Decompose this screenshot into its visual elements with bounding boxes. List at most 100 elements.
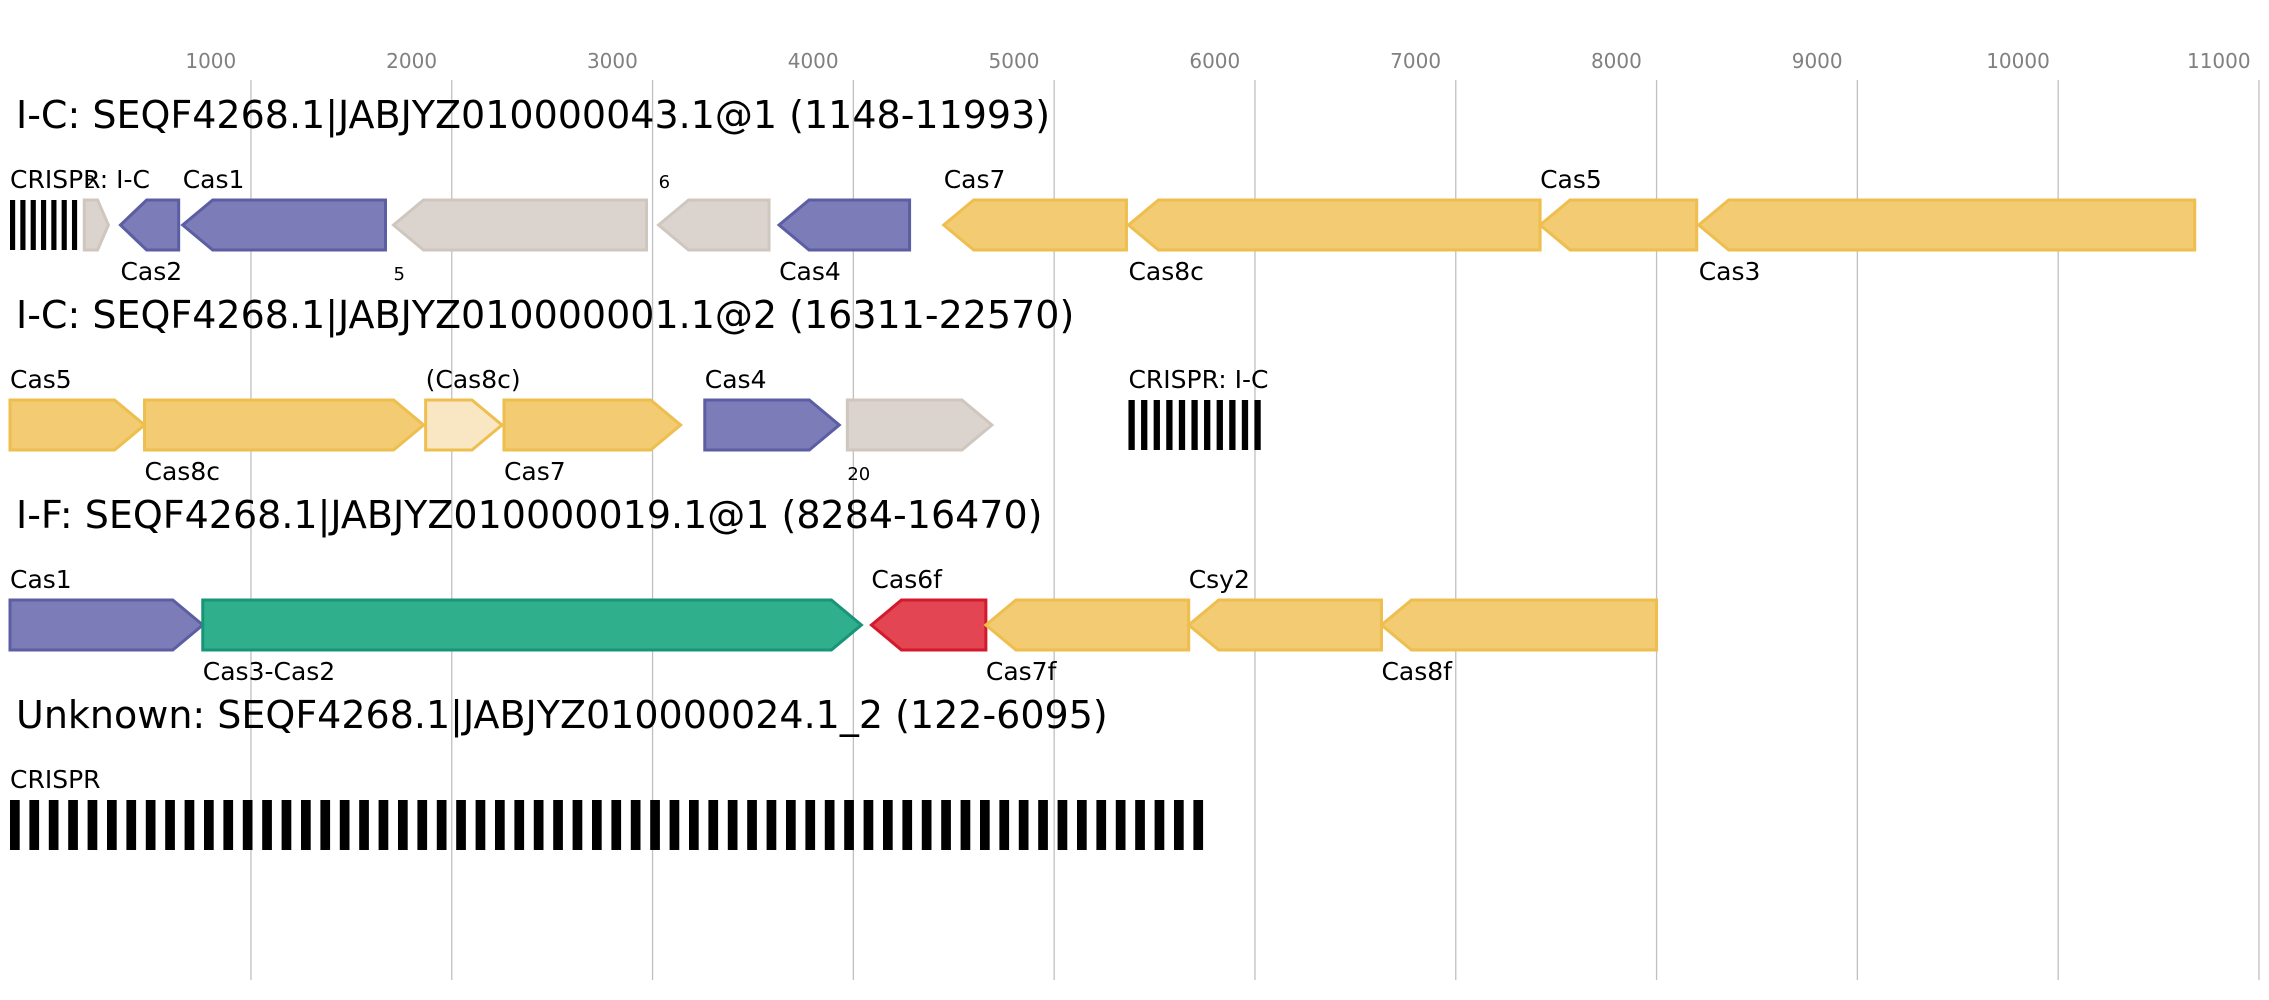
crispr-repeat bbox=[688, 800, 699, 850]
crispr-repeat bbox=[10, 800, 20, 850]
crispr-repeat bbox=[184, 800, 195, 850]
crispr-repeat bbox=[514, 800, 525, 850]
gene-arrow-2 bbox=[82, 198, 111, 252]
crispr-repeat bbox=[824, 800, 835, 850]
gene-label: Cas7f bbox=[986, 657, 1058, 686]
crispr-repeat bbox=[106, 800, 117, 850]
crispr-repeat bbox=[1018, 800, 1029, 850]
gene-arrow-cas8f bbox=[1379, 598, 1659, 652]
crispr-repeat bbox=[979, 800, 990, 850]
locus-track: I-C: SEQF4268.1|JABJYZ010000001.1@2 (163… bbox=[8, 293, 1268, 486]
crispr-repeat bbox=[708, 800, 719, 850]
axis-tick-label: 6000 bbox=[1189, 49, 1240, 73]
gene-label: Cas4 bbox=[705, 365, 767, 394]
locus-title: I-C: SEQF4268.1|JABJYZ010000043.1@1 (114… bbox=[16, 93, 1050, 138]
locus-track: Unknown: SEQF4268.1|JABJYZ010000024.1_2 … bbox=[10, 693, 1204, 850]
crispr-repeat bbox=[902, 800, 913, 850]
locus-track: I-C: SEQF4268.1|JABJYZ010000043.1@1 (114… bbox=[10, 93, 2197, 286]
crispr-repeat bbox=[436, 800, 447, 850]
crispr-repeat bbox=[1178, 400, 1186, 450]
gene-arrow-cas5 bbox=[8, 398, 147, 452]
crispr-label: CRISPR bbox=[10, 765, 101, 794]
gene-arrow-cas4 bbox=[703, 398, 842, 452]
crispr-repeat bbox=[1076, 800, 1087, 850]
crispr-repeat bbox=[669, 800, 680, 850]
crispr-repeat bbox=[1153, 400, 1160, 450]
crispr-repeat bbox=[359, 800, 369, 850]
crispr-repeat bbox=[165, 800, 175, 850]
crispr-repeat bbox=[40, 200, 47, 250]
crispr-repeat bbox=[417, 800, 428, 850]
gene-label: 2 bbox=[84, 172, 95, 193]
crispr-repeat bbox=[68, 800, 78, 850]
gene-arrow-6 bbox=[656, 198, 771, 252]
axis-tick-label: 11000 bbox=[2187, 49, 2251, 73]
axis-tick-label: 3000 bbox=[587, 49, 638, 73]
gene-label: Cas5 bbox=[10, 365, 72, 394]
gene-arrow-20 bbox=[845, 398, 995, 452]
crispr-repeat bbox=[882, 800, 893, 850]
crispr-repeat bbox=[378, 800, 389, 850]
crispr-repeat bbox=[1166, 400, 1173, 450]
crispr-array bbox=[10, 200, 78, 250]
crispr-repeat bbox=[242, 800, 253, 850]
gene-arrow-cas7f bbox=[983, 598, 1191, 652]
crispr-repeat bbox=[456, 800, 466, 850]
crispr-repeat bbox=[262, 800, 272, 850]
gene-arrow-cas8c bbox=[1126, 198, 1542, 252]
gene-arrow-cas7 bbox=[941, 198, 1128, 252]
gene-arrow-cas6f bbox=[869, 598, 988, 652]
crispr-repeat bbox=[1038, 800, 1048, 850]
gene-label: Cas2 bbox=[120, 257, 182, 286]
crispr-repeat bbox=[630, 800, 641, 850]
crispr-repeat bbox=[51, 200, 57, 250]
gene-label: 6 bbox=[659, 172, 670, 193]
gene-arrow-cas2 bbox=[118, 198, 181, 252]
crispr-repeat bbox=[844, 800, 854, 850]
gene-label: Cas8c bbox=[145, 457, 220, 486]
crispr-repeat bbox=[1115, 800, 1126, 850]
axis-tick-label: 7000 bbox=[1390, 49, 1441, 73]
gene-label: Cas1 bbox=[183, 165, 245, 194]
gene-arrow-cas8c bbox=[143, 398, 426, 452]
crispr-repeat bbox=[494, 800, 505, 850]
crispr-repeat bbox=[20, 200, 26, 250]
axis-tick-label: 1000 bbox=[185, 49, 236, 73]
crispr-repeat bbox=[1096, 800, 1107, 850]
gene-label: Cas3-Cas2 bbox=[203, 657, 335, 686]
crispr-repeat bbox=[223, 800, 234, 850]
crispr-repeat bbox=[87, 800, 98, 850]
axis-tick-label: 2000 bbox=[386, 49, 437, 73]
crispr-repeat bbox=[533, 800, 544, 850]
crispr-repeat bbox=[1241, 400, 1249, 450]
gene-label: Cas4 bbox=[779, 257, 841, 286]
crispr-repeat bbox=[397, 800, 408, 850]
gene-label: Cas1 bbox=[10, 565, 72, 594]
crispr-repeat bbox=[572, 800, 583, 850]
crispr-repeat bbox=[1135, 800, 1145, 850]
gene-arrow-cas3 bbox=[1696, 198, 2197, 252]
axis-tick-label: 10000 bbox=[1986, 49, 2050, 73]
crispr-repeat bbox=[203, 800, 214, 850]
crispr-repeat bbox=[553, 800, 563, 850]
crispr-repeat bbox=[960, 800, 971, 850]
locus-title: I-C: SEQF4268.1|JABJYZ010000001.1@2 (163… bbox=[16, 293, 1074, 338]
crispr-repeat bbox=[863, 800, 874, 850]
crispr-repeat bbox=[1173, 800, 1184, 850]
gene-label: Csy2 bbox=[1189, 565, 1250, 594]
gene-label: 20 bbox=[847, 464, 870, 485]
gene-arrow-cas1 bbox=[180, 198, 387, 252]
gene-arrow-cas4 bbox=[776, 198, 912, 252]
crispr-repeat bbox=[805, 800, 816, 850]
locus-title: Unknown: SEQF4268.1|JABJYZ010000024.1_2 … bbox=[16, 693, 1108, 738]
crispr-repeat bbox=[300, 800, 311, 850]
crispr-repeat bbox=[1216, 400, 1223, 450]
gene-label: Cas3 bbox=[1699, 257, 1761, 286]
gene-arrow-cas8c bbox=[424, 398, 505, 452]
gene-arrow-cas1 bbox=[8, 598, 206, 652]
crispr-repeat bbox=[126, 800, 137, 850]
loci-tracks: I-C: SEQF4268.1|JABJYZ010000043.1@1 (114… bbox=[8, 93, 2197, 850]
crispr-repeat bbox=[611, 800, 622, 850]
crispr-repeat bbox=[591, 800, 602, 850]
crispr-repeat bbox=[921, 800, 932, 850]
